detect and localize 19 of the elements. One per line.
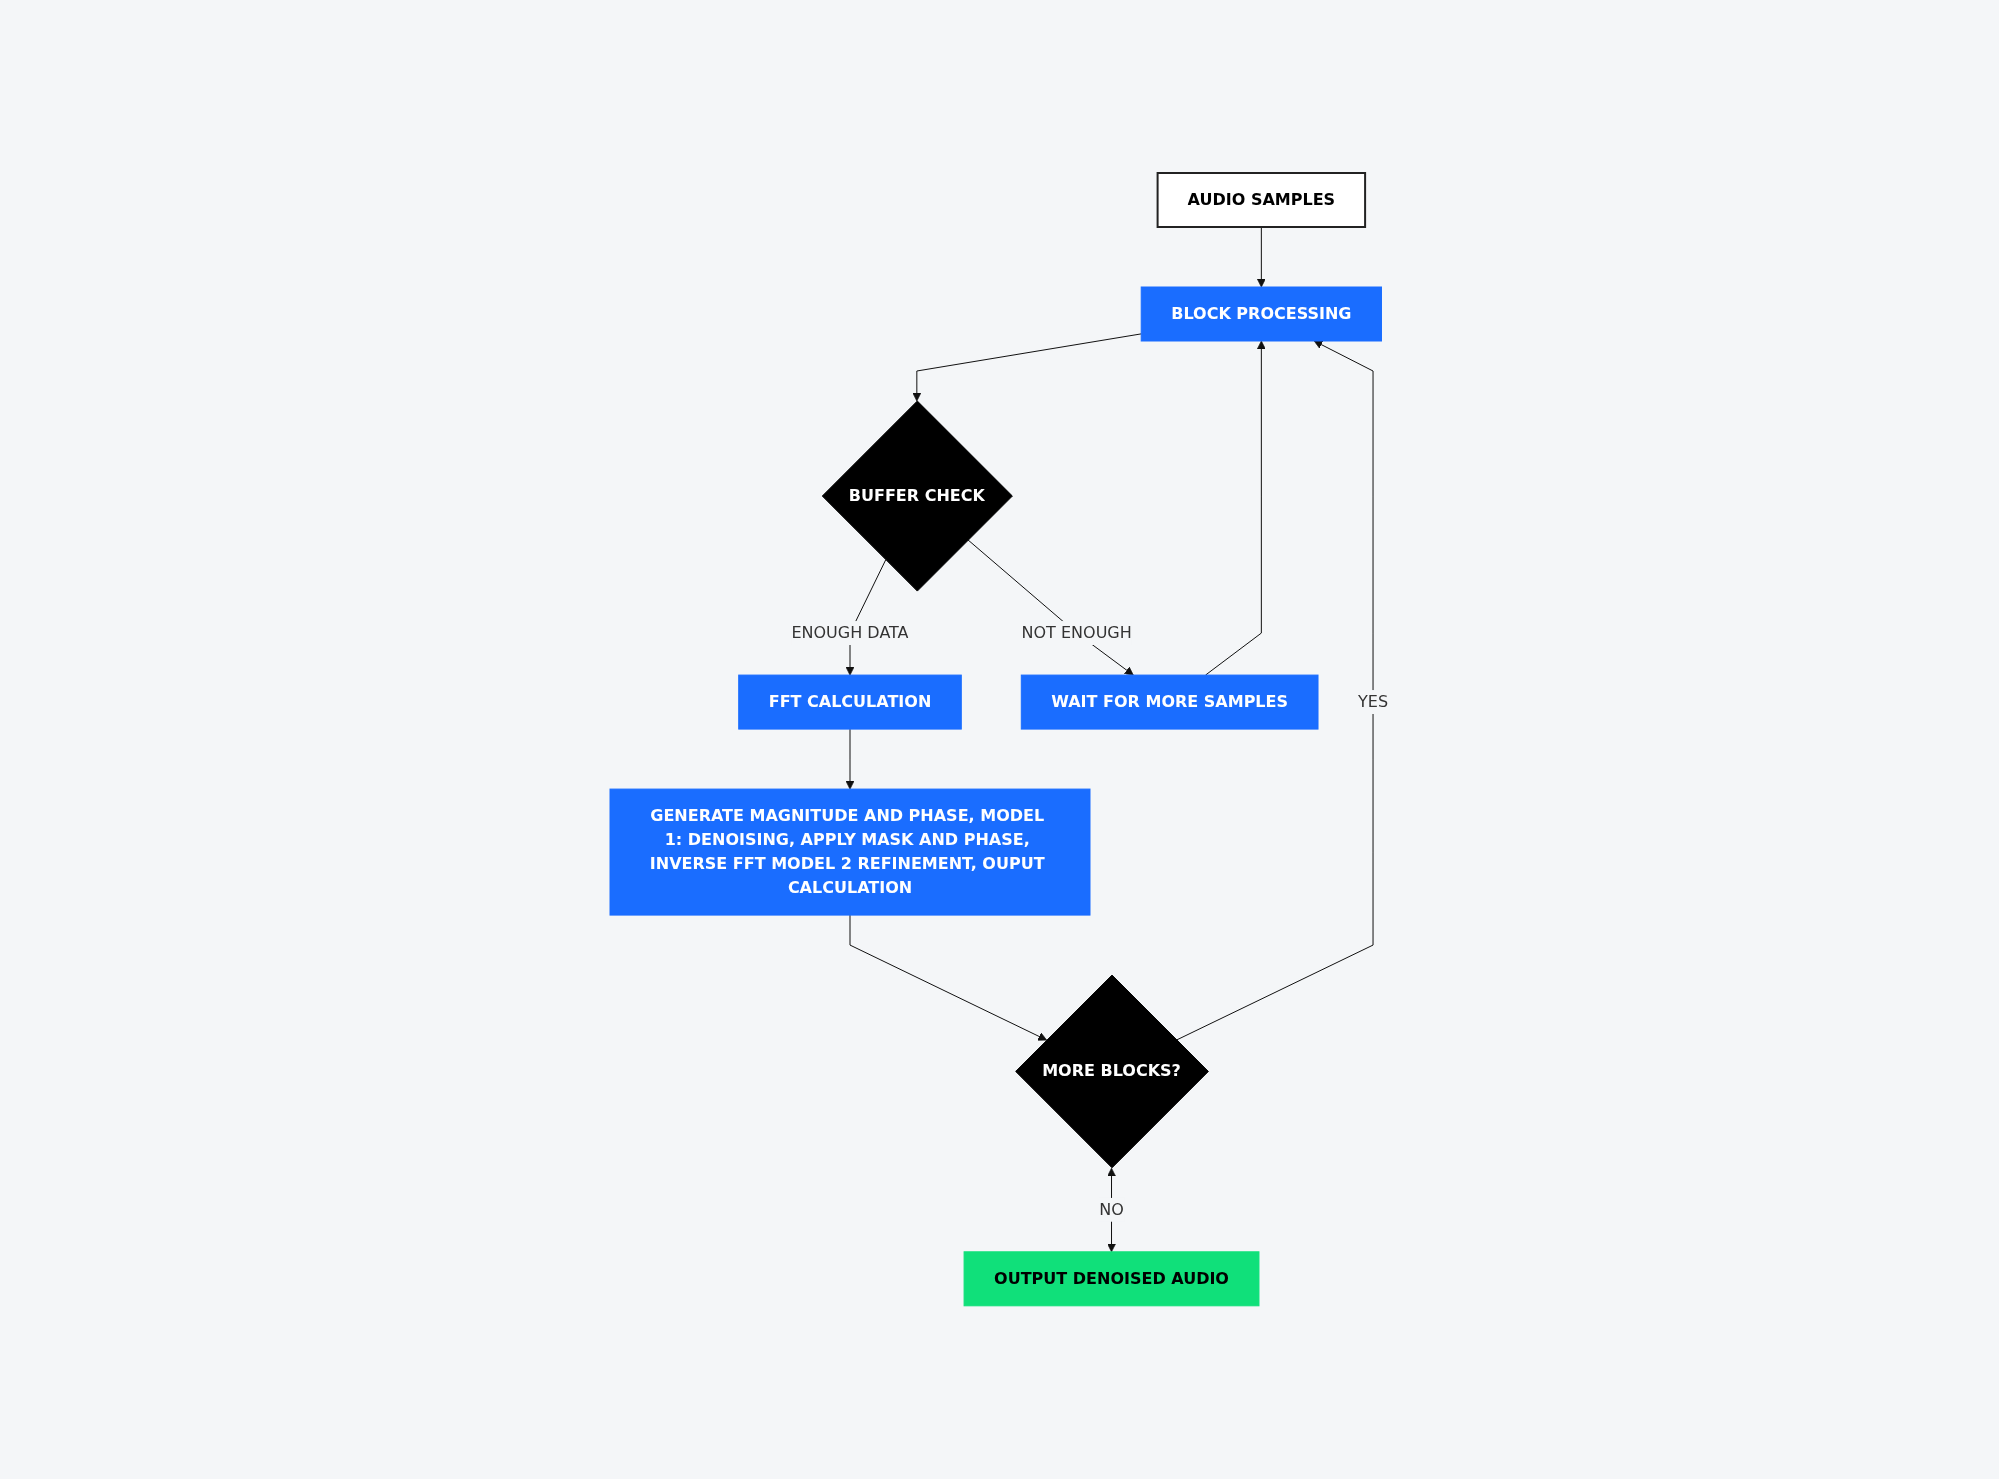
arrow: [968, 539, 1135, 676]
node-box: OUTPUT DENOISED AUDIO: [964, 1251, 1260, 1307]
node-diamond: BUFFER CHECK: [822, 400, 1014, 592]
node-box: WAIT FOR MORE SAMPLES: [1021, 674, 1319, 730]
arrow: [1176, 340, 1374, 1041]
arrow: [912, 333, 1143, 402]
arrow: [846, 728, 855, 790]
edge-label: NO: [1099, 1199, 1125, 1219]
edge-label: ENOUGH DATA: [791, 623, 910, 643]
arrow: [1257, 226, 1267, 288]
arrow: [849, 914, 1048, 1041]
arrow: [1205, 340, 1267, 676]
node-box: FFT CALCULATION: [738, 674, 963, 730]
node-diamond: MORE BLOCKS?: [1015, 974, 1210, 1169]
edge-label: NOT ENOUGH: [1022, 623, 1133, 643]
node-box: AUDIO SAMPLES: [1157, 172, 1367, 229]
edge-label: YES: [1358, 692, 1389, 712]
node-box: BLOCK PROCESSING: [1141, 286, 1383, 342]
node-box: GENERATE MAGNITUDE AND PHASE, MODEL 1: DENOISING, APPLY MASK AND PHASE, INVERSE FFT MODEL 2 REFINEMENT, OUPUT CALCULATION: [609, 788, 1091, 916]
